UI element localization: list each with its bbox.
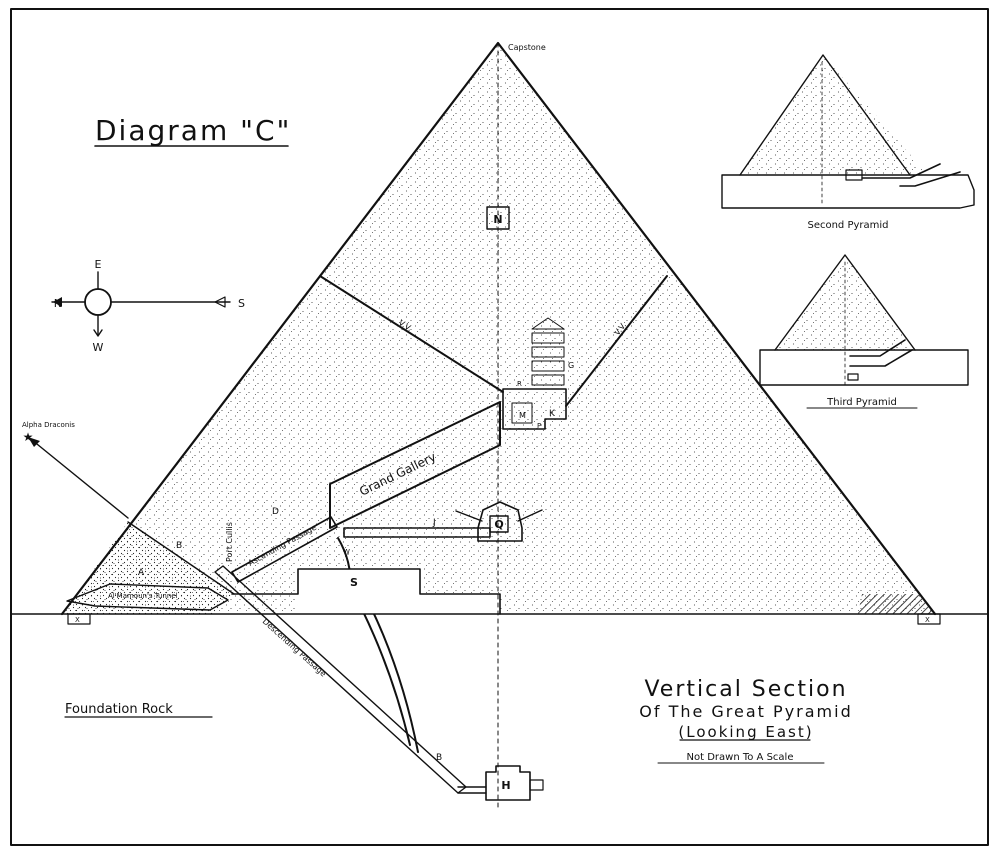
label-g: G	[568, 361, 574, 370]
heading-line3: (Looking East)	[678, 723, 813, 741]
queens-shaft-s	[517, 509, 543, 522]
compass-label-n: N	[54, 297, 62, 310]
compass	[51, 271, 231, 337]
air-shaft-north	[319, 275, 504, 393]
alpha-draconis-line	[31, 439, 129, 519]
kings-chamber	[502, 388, 567, 430]
queens-shaft-n	[455, 510, 483, 522]
casing-boundary	[127, 521, 235, 595]
n-box	[486, 206, 510, 230]
bedrock-outline	[231, 568, 501, 615]
second-pyramid-inset	[721, 54, 975, 209]
heading-note: Not Drawn To A Scale	[687, 752, 794, 763]
label-portcullis: Port Cullis	[225, 522, 234, 562]
diagram-title: Diagram "C"	[95, 114, 291, 147]
label-d: D	[272, 507, 279, 517]
label-w: W	[343, 548, 350, 556]
al-mamoun-tunnel	[66, 583, 229, 611]
label-b: B	[176, 541, 182, 551]
label-s: S	[350, 576, 358, 589]
compass-label-s: S	[238, 297, 245, 310]
star-icon: ★	[23, 430, 34, 444]
alpha-arrowhead	[28, 437, 40, 447]
label-p: P	[537, 422, 541, 430]
queens-chamber	[477, 501, 523, 542]
compass-circle-icon	[84, 288, 112, 316]
label-descending-passage: Descending Passage	[261, 617, 328, 679]
compass-label-w: W	[93, 341, 104, 354]
label-m: M	[519, 411, 526, 420]
compass-label-e: E	[95, 258, 102, 271]
socket-left	[67, 613, 91, 625]
relieving-chambers	[531, 317, 565, 386]
grand-gallery	[329, 401, 501, 529]
sarcophagus	[511, 402, 533, 424]
label-foundation-rock: Foundation Rock	[65, 702, 173, 717]
label-tunnel: Al'Mamoun's Tunnel	[108, 592, 178, 600]
label-third-pyramid: Third Pyramid	[826, 397, 897, 408]
label-k: K	[549, 409, 556, 419]
label-second-pyramid: Second Pyramid	[807, 220, 888, 231]
label-j: J	[432, 518, 436, 528]
pyramid-body	[62, 43, 935, 614]
label-r: R	[517, 380, 522, 388]
third-pyramid-inset	[759, 254, 969, 386]
casing-stones-south	[858, 594, 935, 614]
label-alpha-draconis: Alpha Draconis	[22, 421, 75, 429]
label-x-left: X	[75, 616, 80, 624]
label-x-right: X	[925, 616, 930, 624]
queens-passage	[343, 527, 491, 538]
label-b2: B	[436, 753, 442, 763]
heading-line2: Of The Great Pyramid	[639, 702, 852, 721]
compass-arrow-west-icon	[93, 329, 103, 337]
label-h: H	[501, 779, 510, 792]
socket-right	[917, 613, 941, 625]
casing-stones-north	[62, 522, 233, 614]
label-capstone: Capstone	[508, 43, 546, 52]
compass-feather-south-icon	[214, 296, 226, 308]
frame-border	[10, 8, 989, 846]
air-shaft-south	[565, 275, 668, 407]
label-a: A	[138, 568, 145, 578]
label-q: Q	[494, 518, 503, 531]
q-box	[489, 515, 509, 533]
compass-arrow-north-icon	[53, 297, 62, 307]
label-n: N	[493, 213, 502, 226]
subterranean-stub	[529, 779, 544, 791]
heading-line1: Vertical Section	[644, 677, 847, 702]
subterranean-chamber	[485, 765, 531, 801]
